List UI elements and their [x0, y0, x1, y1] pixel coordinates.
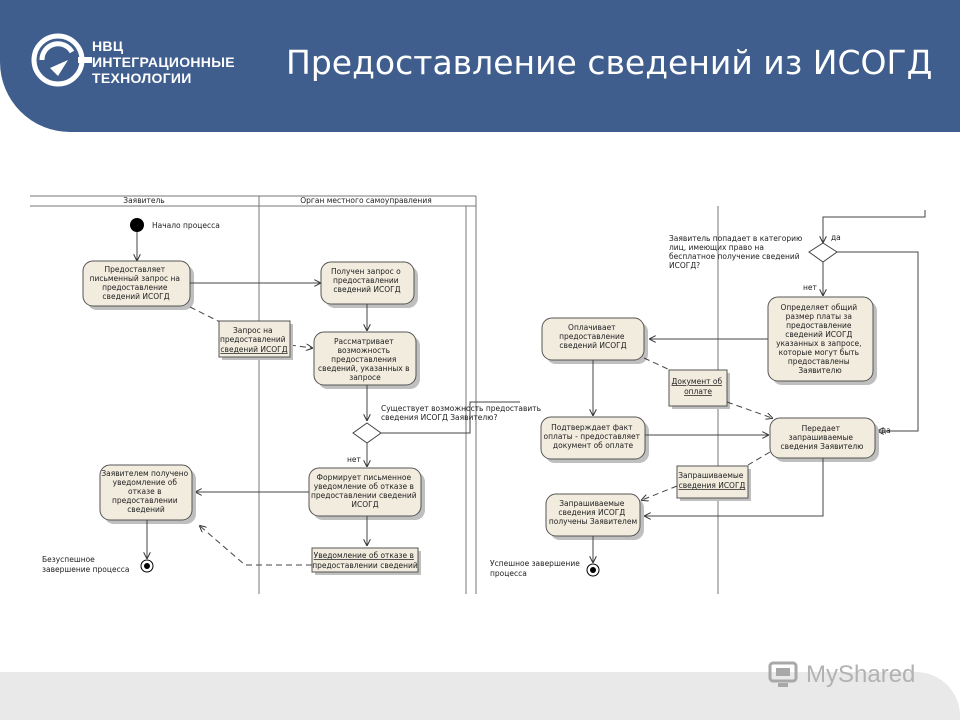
- decision-free-question: Заявитель попадает в категорию лиц, имею…: [669, 234, 805, 270]
- activity-confirm-payment-label: Подтверждает факт оплаты - предоставляет…: [544, 423, 643, 450]
- activity-consider-label: Рассматривает возможность предоставления…: [318, 337, 412, 382]
- start-label: Начало процесса: [152, 221, 220, 230]
- activity-pay-label: Оплачивает предоставление сведений ИСОГД: [559, 323, 627, 350]
- document-payment: [668, 369, 728, 407]
- lane-header-authority: Орган местного самоуправления: [300, 196, 431, 205]
- activity-submit-request-label: Предоставляет письменный запрос на предо…: [90, 265, 183, 301]
- myshared-logo-icon: [768, 661, 798, 687]
- footer-band: [0, 672, 960, 720]
- decision-free-icon: [808, 242, 838, 263]
- activity-data-received-label: Запрашиваемые сведения ИСОГД получены За…: [549, 499, 637, 526]
- decision-yes-label-top: да: [831, 233, 841, 242]
- company-logo-icon: [31, 33, 92, 87]
- activity-confirm-payment: [540, 416, 646, 460]
- process-diagram: Заявитель Орган местного самоуправления …: [30, 195, 926, 594]
- decision-no-label: нет: [347, 455, 362, 464]
- document-refusal-label: Уведомление об отказе в предоставлении с…: [312, 551, 418, 570]
- start-node-icon: [130, 218, 144, 232]
- document-refusal: [311, 547, 419, 573]
- end-fail-label: Безуспешное завершение процесса: [42, 555, 129, 574]
- activity-transfer-data-label: Передает запрашиваемые сведения Заявител…: [781, 424, 864, 451]
- decision-yes-label-mid: да: [881, 426, 891, 435]
- decision-no-label-right: нет: [803, 283, 818, 292]
- lane-header-applicant: Заявитель: [123, 196, 164, 205]
- activity-refusal-received-label: Заявителем получено уведомление об отказ…: [101, 469, 190, 514]
- activity-form-refusal-label: Формирует письменное уведомление об отка…: [311, 473, 419, 509]
- swimlane-frame: [30, 195, 477, 594]
- activity-refusal-received: [99, 464, 193, 521]
- decision-possible-question: Существует возможность предоставить свед…: [381, 404, 543, 422]
- company-logo-text: НВЦ ИНТЕГРАЦИОННЫЕ ТЕХНОЛОГИИ: [92, 38, 235, 86]
- page-title: Предоставление сведений из ИСОГД: [286, 43, 933, 82]
- activity-request-received-label: Получен запрос о предоставлении сведений…: [331, 267, 403, 294]
- decision-possible-icon: [352, 422, 382, 444]
- document-request: [218, 320, 291, 358]
- logo-line-1: НВЦ: [92, 38, 124, 54]
- document-requested-data-label: Запрашиваемые сведения ИСОГД: [678, 471, 746, 490]
- end-success-label: Успешное завершение процесса: [490, 559, 582, 578]
- logo-line-3: ТЕХНОЛОГИИ: [92, 70, 192, 86]
- document-requested-data: [676, 465, 749, 499]
- document-payment-label: Документ об оплате: [672, 377, 725, 396]
- document-request-label: Запрос на предоставлений сведений ИСОГД: [220, 326, 288, 354]
- header-banner: [0, 0, 960, 132]
- activity-consider: [313, 331, 417, 386]
- logo-line-2: ИНТЕГРАЦИОННЫЕ: [92, 54, 235, 70]
- activity-determine-fee-label: Определяет общий размер платы за предост…: [776, 303, 864, 375]
- myshared-brand-text: MyShared: [806, 661, 916, 688]
